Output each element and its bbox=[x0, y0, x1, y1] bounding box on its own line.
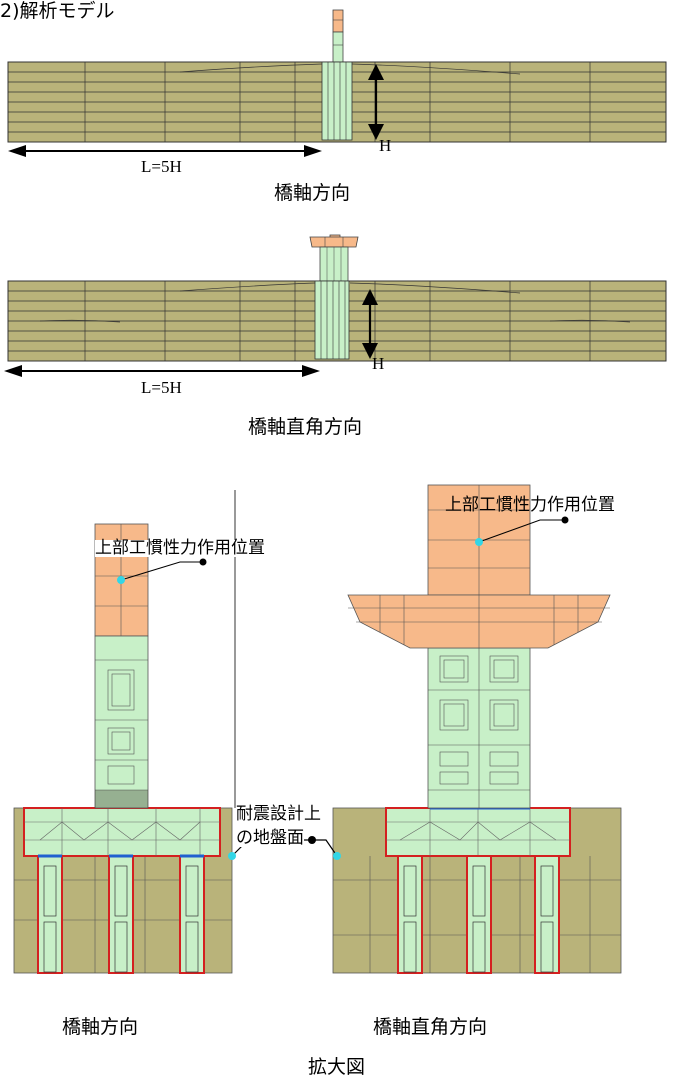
left-detail-caption: 橋軸方向 bbox=[62, 1016, 139, 1038]
left-load-point-callout: 上部工慣性力作用位置 bbox=[95, 538, 265, 558]
top-length-label: L=5H bbox=[141, 157, 182, 176]
detail-figure-caption: 拡大図 bbox=[308, 1056, 366, 1078]
section-title: 2)解析モデル bbox=[0, 0, 115, 22]
bridge-transverse-model bbox=[4, 234, 667, 377]
right-detail-caption: 橋軸直角方向 bbox=[373, 1016, 488, 1038]
right-load-point-callout: 上部工慣性力作用位置 bbox=[445, 495, 615, 515]
second-model-caption: 橋軸直角方向 bbox=[248, 416, 363, 438]
second-height-label: H bbox=[372, 354, 385, 373]
top-height-label: H bbox=[379, 136, 392, 155]
ground-surface-label-line2: の地盤面 bbox=[236, 828, 304, 848]
second-length-label: L=5H bbox=[141, 378, 182, 397]
top-model-caption: 橋軸方向 bbox=[274, 182, 351, 204]
bridge-axis-model bbox=[7, 9, 667, 157]
ground-surface-label-line1: 耐震設計上 bbox=[236, 804, 321, 824]
